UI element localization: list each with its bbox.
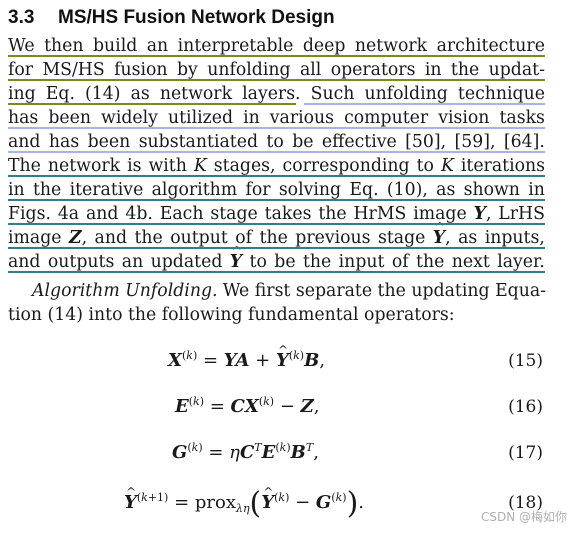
section-title: MS/HS Fusion Network Design — [58, 7, 335, 28]
equation-17-body: G(k) = ηCTE(k)BT, — [172, 441, 319, 463]
paragraph-line-10: andoutputsanupdatedYtobetheinputofthenex… — [8, 239, 545, 274]
equation-15-body: X(k) = YA + Y(k)B, — [168, 335, 325, 376]
underline-6 — [8, 175, 545, 177]
underline-1 — [8, 55, 545, 57]
equation-17: G(k) = ηCTE(k)BT, (17) — [8, 438, 545, 468]
underline-2 — [8, 79, 545, 81]
csdn-watermark: CSDN @梅如你 — [480, 510, 567, 524]
underline-3b — [304, 103, 545, 105]
section-heading: 3.3 MS/HS Fusion Network Design — [8, 7, 335, 29]
algo-line-2-text: tion (14) into the following fundamental… — [8, 305, 455, 325]
underline-3a — [8, 103, 296, 105]
paragraph-line-9: imageZ,andtheoutputofthepreviousstageY,a… — [8, 215, 545, 250]
underline-5 — [8, 151, 545, 153]
equation-18-tag: (18) — [508, 493, 543, 513]
equation-15: X(k) = YA + Y(k)B, (15) — [8, 335, 545, 376]
underline-4 — [8, 127, 545, 129]
underline-8 — [8, 223, 545, 225]
equation-18: Y(k+1) = proxλη(Y(k) − G(k)). (18) — [8, 477, 545, 519]
equation-16: E(k) = CX(k) − Z, (16) — [8, 392, 545, 422]
underline-7 — [8, 199, 545, 201]
section-number: 3.3 — [8, 7, 35, 28]
equation-18-body: Y(k+1) = proxλη(Y(k) − G(k)). — [124, 477, 364, 519]
algo-line-1-text: We first separate the updating Equa- — [222, 281, 547, 301]
equation-16-body: E(k) = CX(k) − Z, — [175, 395, 320, 417]
equation-17-tag: (17) — [508, 443, 543, 463]
algo-label: Algorithm Unfolding. — [32, 281, 218, 301]
algo-line-1: Algorithm Unfolding. We first separate t… — [8, 279, 547, 303]
algo-line-2: tion (14) into the following fundamental… — [8, 303, 545, 327]
equation-16-tag: (16) — [508, 397, 543, 417]
underline-9 — [8, 247, 545, 249]
equation-15-tag: (15) — [508, 351, 543, 371]
underline-10 — [8, 271, 545, 273]
